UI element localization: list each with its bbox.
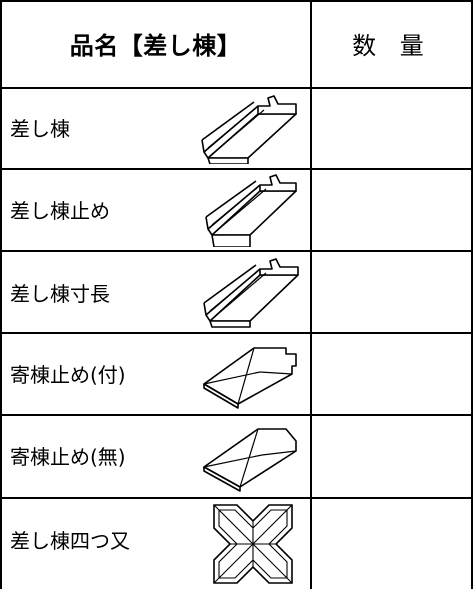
quantity-cell[interactable] [312,170,471,250]
quantity-cell[interactable] [312,416,471,497]
row-label-sashimune-four-way: 差し棟四つ又 [10,529,130,553]
header-row-divider [0,87,473,89]
quantity-cell[interactable] [312,89,471,168]
table-border-right [471,0,473,589]
row-divider [0,332,473,334]
row-divider [0,250,473,252]
table-border-left [0,0,2,589]
row-label-sashimune-stop: 差し棟止め [10,199,110,223]
yosemune-stop-with-icon [200,344,304,410]
table-border-top [0,0,473,2]
row-label-sashimune: 差し棟 [10,117,70,141]
sashimune-four-way-icon [211,502,295,586]
header-product-name: 品名【差し棟】 [69,32,242,60]
yosemune-stop-without-icon [200,425,304,493]
sashimune-icon [196,92,302,164]
row-divider [0,414,473,416]
header-quantity: 数 量 [352,32,432,60]
row-label-yosemune-stop-without: 寄棟止め(無) [10,445,126,469]
quantity-cell[interactable] [312,334,471,414]
row-divider [0,497,473,499]
sashimune-stop-icon [200,173,300,247]
row-label-yosemune-stop-with: 寄棟止め(付) [10,363,126,387]
sashimune-long-icon [198,255,302,329]
row-divider [0,168,473,170]
quantity-cell[interactable] [312,499,471,589]
row-label-sashimune-long: 差し棟寸長 [10,282,110,306]
quantity-cell[interactable] [312,252,471,332]
table-column-divider [310,0,312,589]
